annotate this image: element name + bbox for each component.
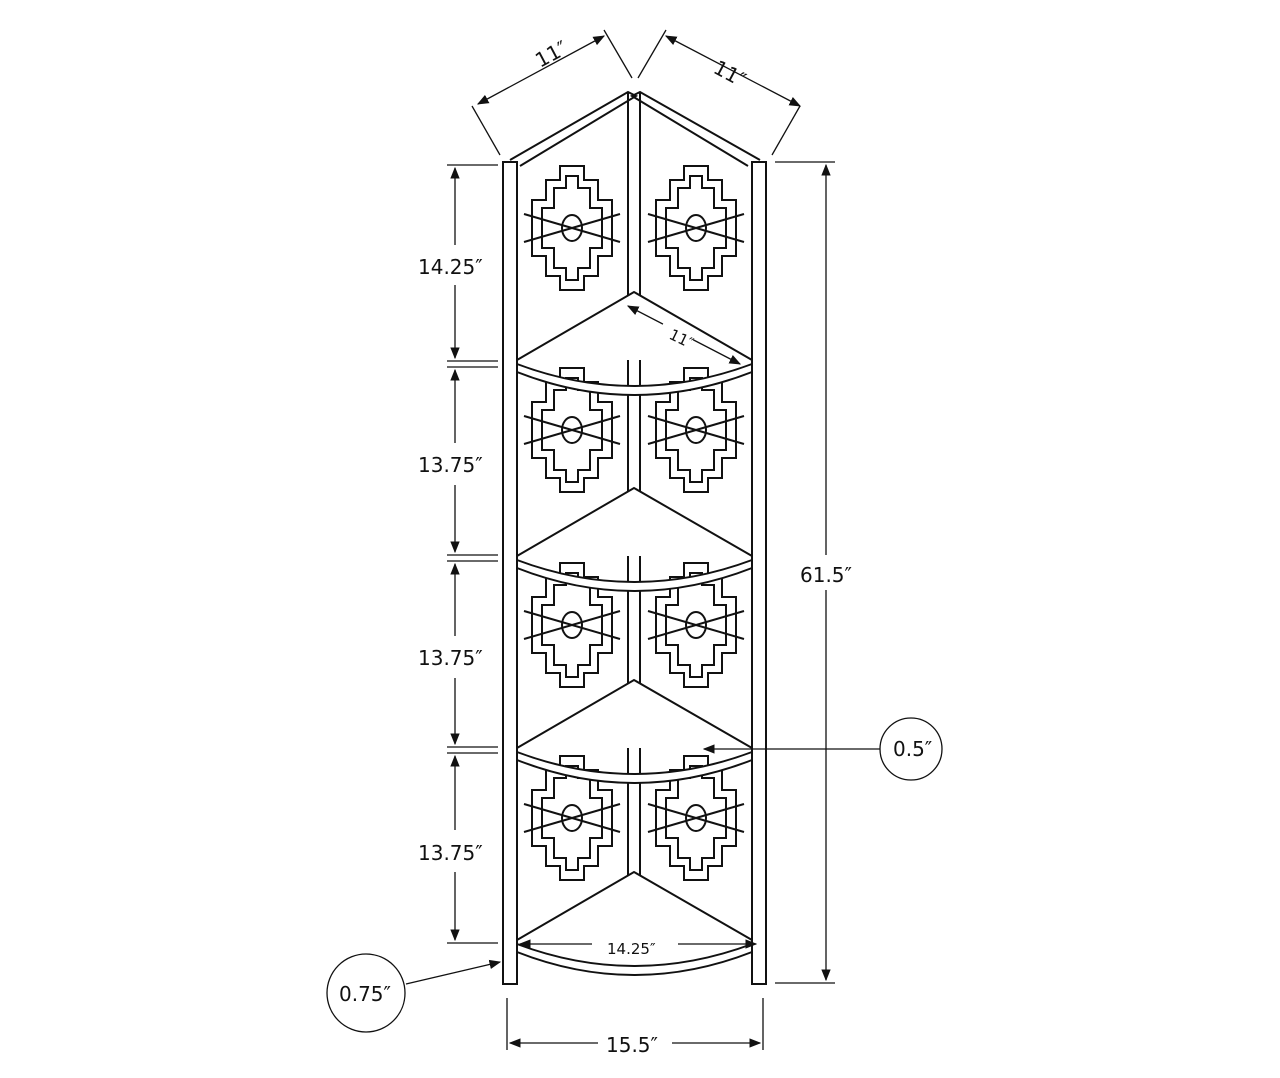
section-height-dimensions — [447, 164, 498, 944]
section-4-height-label: 13.75″ — [418, 841, 483, 865]
leg-thickness-label: 0.75″ — [339, 982, 391, 1006]
shelf-2 — [516, 486, 753, 592]
top-right-depth-label: 11″ — [710, 55, 750, 92]
top-left-depth-label: 11″ — [531, 36, 571, 73]
leg-thickness-callout — [326, 953, 502, 1033]
section-3-height-label: 13.75″ — [418, 646, 483, 670]
bookshelf-frame — [502, 90, 767, 985]
shelf-3 — [516, 678, 753, 784]
overall-width-label: 15.5″ — [606, 1033, 658, 1057]
total-height-dimension — [775, 161, 835, 984]
shelf-front-width-label: 14.25″ — [607, 940, 656, 958]
shelf-1 — [516, 290, 753, 396]
section-1-height-label: 14.25″ — [418, 255, 483, 279]
shelf-thickness-label: 0.5″ — [893, 737, 932, 761]
shelf-thickness-callout — [702, 717, 943, 781]
section-2-height-label: 13.75″ — [418, 453, 483, 477]
total-height-label: 61.5″ — [800, 563, 852, 587]
overall-width-dimension — [506, 998, 764, 1050]
shelf-4 — [516, 870, 753, 976]
